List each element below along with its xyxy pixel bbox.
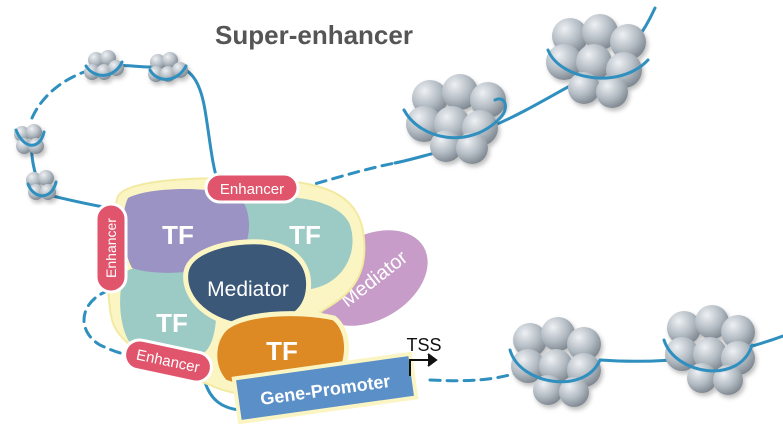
tf-teal-right-label: TF (289, 220, 321, 250)
mediator-center-label: Mediator (207, 278, 289, 301)
diagram-title: Super-enhancer (215, 20, 413, 50)
nucleosome-large-4 (665, 305, 755, 395)
gene-promoter: Gene-Promoter (231, 351, 419, 425)
enhancer-top-label: Enhancer (220, 181, 284, 198)
nucleosome-small-4 (26, 170, 56, 200)
tss-arrow (409, 353, 438, 376)
enhancer-left-label: Enhancer (103, 218, 119, 278)
nucleosome-large-1 (406, 74, 506, 164)
tf-purple-label: TF (162, 220, 194, 250)
mediator-center (183, 239, 312, 329)
tss-label: TSS (406, 335, 441, 355)
nucleosome-large-3 (511, 317, 601, 407)
tf-teal-left-label: TF (156, 308, 188, 338)
nucleosome-small-3 (14, 124, 44, 154)
nucleosome-large-2 (546, 14, 646, 108)
enhancer-left: Enhancer (94, 202, 128, 294)
enhancer-bottom: Enhancer (123, 338, 213, 384)
nucleosome-small-2 (148, 52, 188, 82)
enhancer-top: Enhancer (204, 172, 300, 204)
dna-wraps (14, 48, 754, 384)
tf-orange-label: TF (266, 336, 298, 366)
